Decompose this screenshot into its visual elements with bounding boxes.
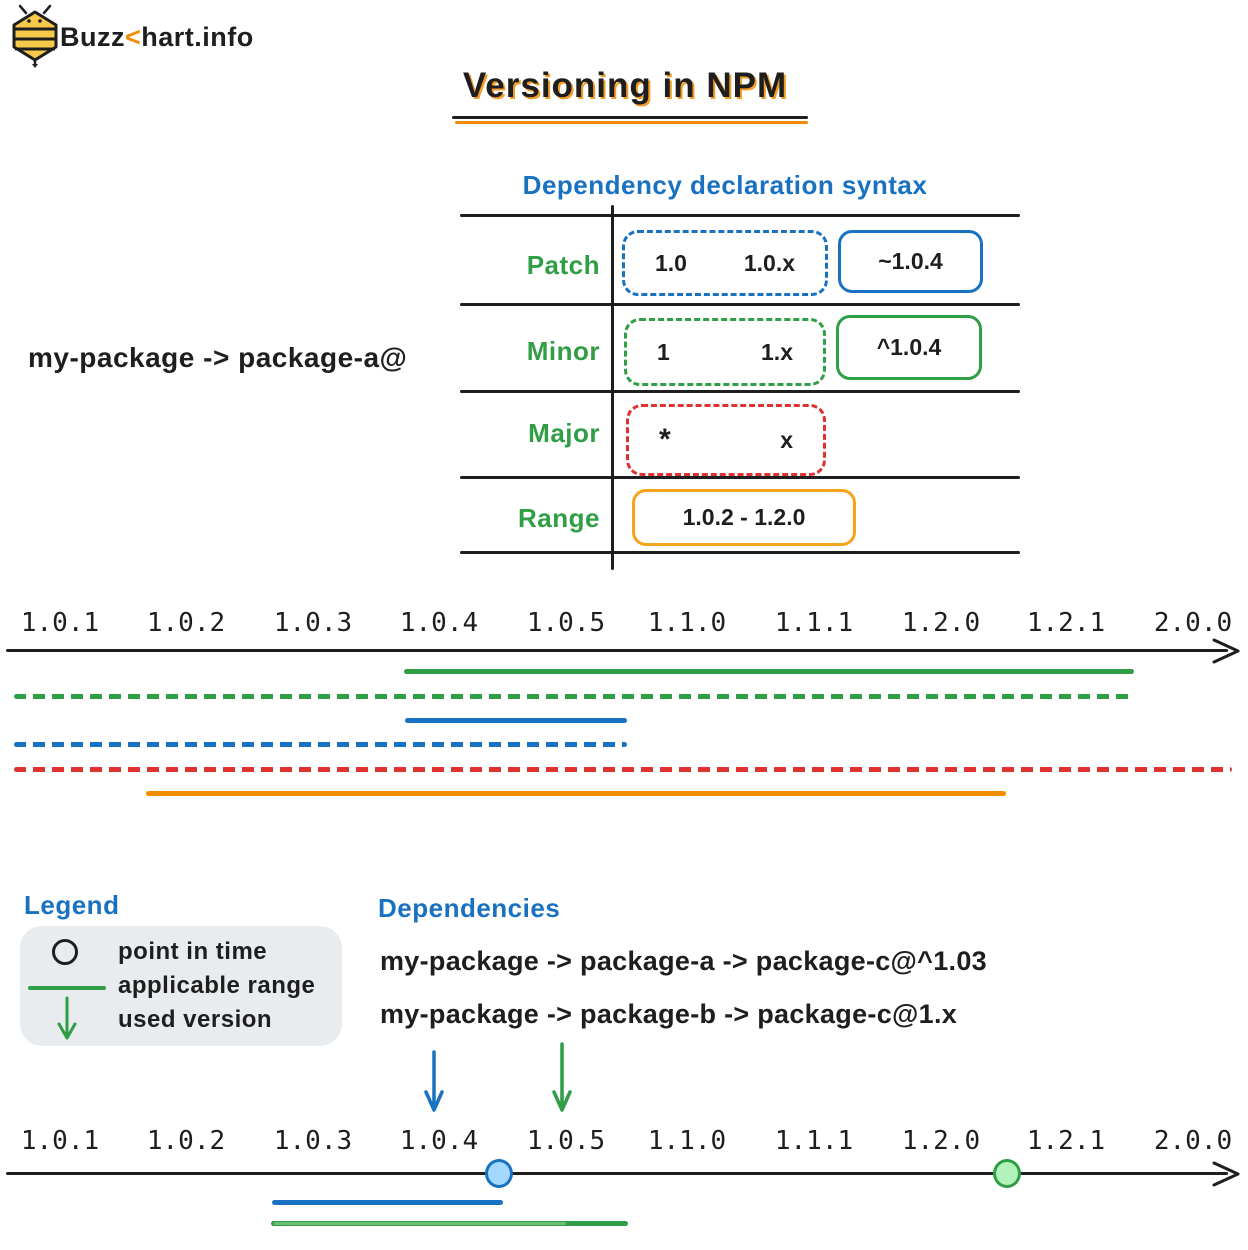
syntax-value: * — [659, 423, 671, 456]
legend-heading: Legend — [24, 890, 120, 920]
version-tick: 2.0.0 — [1153, 1126, 1233, 1156]
range-bar-tilde-1-0-4 — [405, 718, 627, 723]
version-tick: 1.0.4 — [399, 608, 479, 638]
table-line — [460, 303, 1020, 306]
row-label-range: Range — [518, 503, 600, 533]
version-tick: 1.2.1 — [1026, 1126, 1106, 1156]
table-heading: Dependency declaration syntax — [522, 170, 928, 200]
legend-item-label: point in time — [118, 938, 268, 965]
syntax-value: 1 — [657, 338, 670, 365]
dependencies-heading: Dependencies — [378, 893, 561, 923]
bee-logo-icon — [12, 4, 58, 68]
version-tick: 1.2.0 — [901, 608, 981, 638]
version-tick: 1.0.5 — [526, 1126, 606, 1156]
version-tick: 2.0.0 — [1153, 608, 1233, 638]
version-tick: 1.2.0 — [901, 1126, 981, 1156]
logo-text-buzz: Buzz — [60, 22, 125, 52]
patch-loose-syntax-box: 1.0 1.0.x — [622, 230, 828, 296]
point-in-time-green — [993, 1159, 1021, 1188]
legend-item-label: applicable range — [118, 972, 316, 999]
minor-loose-syntax-box: 1 1.x — [624, 318, 826, 386]
dependency-line: my-package -> package-a -> package-c@^1.… — [380, 946, 987, 976]
title-underline-accent — [455, 121, 808, 124]
bottom-range-bar-blue — [272, 1200, 503, 1205]
down-arrow-icon — [57, 996, 77, 1040]
major-loose-syntax-box: * x — [626, 404, 826, 476]
version-tick: 1.0.4 — [399, 1126, 479, 1156]
row-label-minor: Minor — [526, 336, 600, 366]
table-line — [460, 551, 1020, 554]
used-version-arrow-blue-icon — [424, 1050, 444, 1112]
version-tick: 1.1.1 — [774, 608, 854, 638]
used-version-arrow-green-icon — [552, 1042, 572, 1112]
page-title: Versioning in NPM — [462, 66, 788, 105]
version-tick: 1.0.1 — [20, 608, 100, 638]
syntax-value: 1.0.2 - 1.2.0 — [682, 504, 806, 530]
syntax-value: 1.0.x — [743, 249, 795, 276]
legend-item-label: used version — [118, 1006, 273, 1033]
package-note: my-package -> package-a@ — [28, 342, 408, 373]
axis-arrowhead-icon — [1212, 1161, 1240, 1187]
version-tick: 1.1.0 — [647, 1126, 727, 1156]
logo-text-rest: hart.info — [141, 22, 254, 52]
syntax-value: x — [780, 426, 793, 453]
minor-pinned-syntax-box: ^1.0.4 — [836, 315, 982, 380]
version-tick: 1.1.0 — [647, 608, 727, 638]
version-tick: 1.1.1 — [774, 1126, 854, 1156]
bottom-axis — [6, 1172, 1228, 1175]
syntax-value: 1.x — [761, 338, 793, 365]
version-tick: 1.0.3 — [273, 1126, 353, 1156]
logo-text-accent: < — [125, 22, 142, 52]
version-tick: 1.0.2 — [146, 1126, 226, 1156]
row-label-patch: Patch — [526, 250, 600, 280]
version-tick: 1.0.1 — [20, 1126, 100, 1156]
version-tick: 1.0.5 — [526, 608, 606, 638]
top-axis — [6, 649, 1228, 652]
syntax-value: 1.0 — [655, 249, 687, 276]
range-bar-caret-1-0-4 — [404, 669, 1134, 674]
patch-pinned-syntax-box: ~1.0.4 — [838, 230, 983, 293]
circle-icon — [52, 939, 78, 965]
version-tick: 1.0.3 — [273, 608, 353, 638]
point-in-time-blue — [485, 1159, 513, 1188]
version-tick: 1.2.1 — [1026, 608, 1106, 638]
syntax-value: ~1.0.4 — [878, 248, 943, 274]
row-label-major: Major — [528, 418, 600, 448]
logo-text: Buzz<hart.info — [60, 22, 254, 53]
table-line — [460, 476, 1020, 479]
range-syntax-box: 1.0.2 - 1.2.0 — [632, 489, 856, 546]
range-bar-minor-1-x — [14, 694, 1132, 699]
syntax-value: ^1.0.4 — [876, 334, 942, 360]
table-line — [460, 390, 1020, 393]
version-tick: 1.0.2 — [146, 608, 226, 638]
range-bar-explicit-range — [146, 791, 1006, 796]
range-bar-patch-1-0-x — [14, 742, 627, 747]
bottom-range-bar-green-overlap — [274, 1222, 566, 1225]
table-divider — [611, 205, 614, 570]
title-underline — [452, 116, 808, 119]
range-bar-any-version — [14, 767, 1232, 772]
axis-arrowhead-icon — [1212, 638, 1240, 664]
green-line-icon — [28, 986, 106, 990]
dependency-line: my-package -> package-b -> package-c@1.x — [380, 999, 958, 1029]
table-line — [460, 214, 1020, 217]
